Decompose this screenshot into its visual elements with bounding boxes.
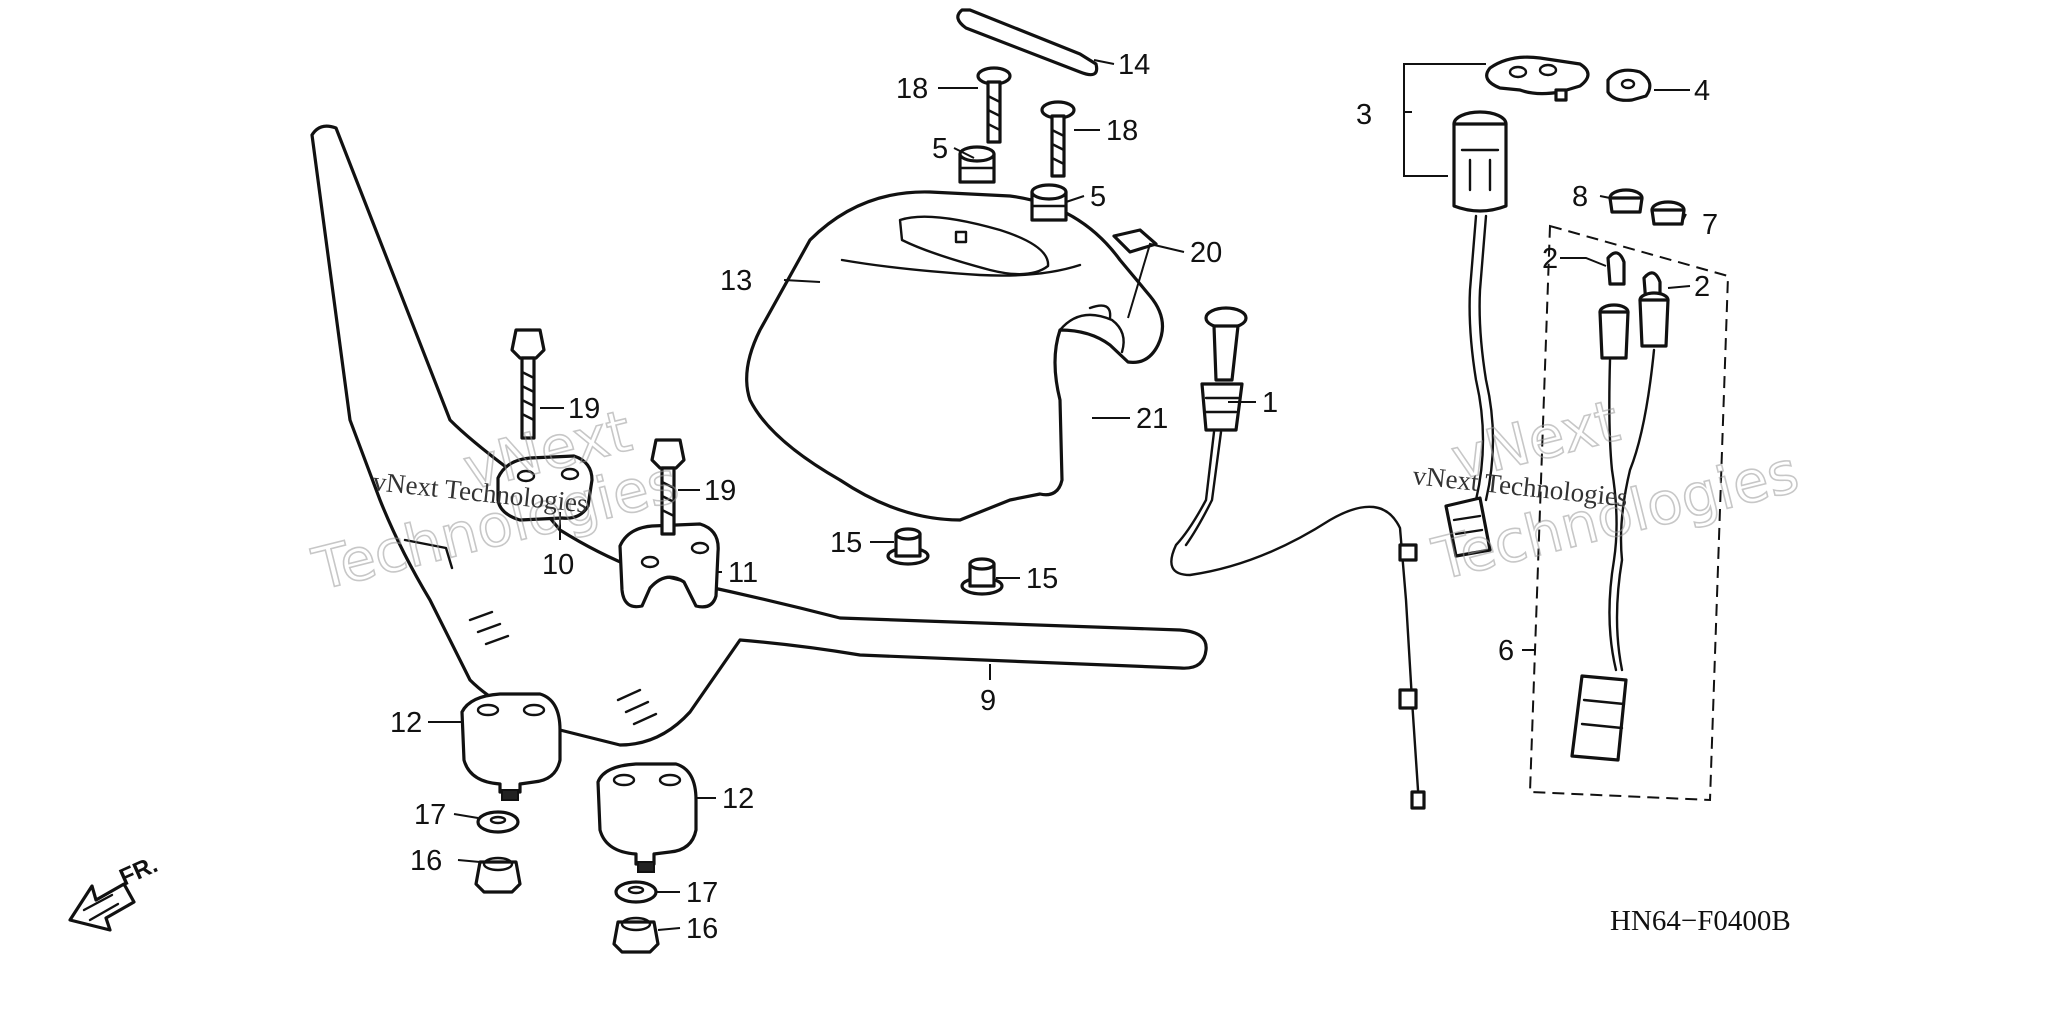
bolt-19-right [650, 438, 686, 536]
collar-15-right [960, 557, 1004, 596]
callout-16a: 16 [410, 845, 442, 877]
callout-15a: 15 [830, 527, 862, 559]
choke-cable [1170, 306, 1426, 810]
upper-holder-11 [618, 522, 720, 609]
lower-holder-right [596, 762, 698, 873]
callout-2b: 2 [1694, 271, 1710, 303]
screw-18-top [976, 66, 1012, 144]
callout-5b: 5 [1090, 181, 1106, 213]
screw-18-right [1040, 100, 1076, 178]
handlebar-cover [745, 190, 1165, 522]
callout-17b: 17 [686, 877, 718, 909]
cover-pad [956, 8, 1099, 77]
callout-21: 21 [1136, 403, 1168, 435]
callout-5a: 5 [932, 133, 948, 165]
washer-17-right [614, 880, 658, 904]
upper-holder-10 [496, 454, 594, 522]
callout-19b: 19 [704, 475, 736, 507]
callout-4: 4 [1694, 75, 1710, 107]
callout-19a: 19 [568, 393, 600, 425]
callout-11: 11 [728, 557, 758, 589]
lens-7 [1650, 200, 1686, 226]
ignition-switch [1444, 110, 1508, 558]
callout-18b: 18 [1106, 115, 1138, 147]
grommet-5-left [958, 145, 996, 184]
indicator-harness [1528, 224, 1730, 802]
clip-20 [1112, 228, 1158, 254]
callout-1: 1 [1262, 387, 1278, 419]
callout-12b: 12 [722, 783, 754, 815]
callout-13: 13 [720, 265, 752, 297]
lower-holder-left [460, 692, 562, 801]
callout-17a: 17 [414, 799, 446, 831]
callout-3: 3 [1356, 99, 1372, 131]
leader-lines [428, 59, 1691, 931]
callout-20: 20 [1190, 237, 1222, 269]
nut-16-right [612, 916, 660, 954]
callout-10: 10 [542, 549, 574, 581]
callout-12a: 12 [390, 707, 422, 739]
nut-16-left [474, 856, 522, 894]
callout-18a: 18 [896, 73, 928, 105]
bulb-2-left [1606, 251, 1626, 286]
callout-15b: 15 [1026, 563, 1058, 595]
lens-8 [1608, 188, 1644, 214]
callout-2a: 2 [1542, 243, 1558, 275]
key-4 [1606, 68, 1652, 102]
diagram-code: HN64−F0400B [1610, 905, 1791, 937]
callout-8: 8 [1572, 181, 1588, 213]
callouts: 1 2 2 3 4 5 5 6 7 8 9 10 11 12 12 13 14 … [390, 49, 1718, 945]
watermark-right: vNext Technologies vNext Technologies [1411, 386, 1805, 595]
callout-6: 6 [1498, 635, 1514, 667]
grommet-5-right [1030, 183, 1068, 222]
callout-7: 7 [1702, 209, 1718, 241]
callout-16b: 16 [686, 913, 718, 945]
callout-14: 14 [1118, 49, 1150, 81]
bolt-19-left [510, 328, 546, 440]
collar-15-left [886, 527, 930, 566]
ignition-key [1485, 55, 1590, 102]
callout-9: 9 [980, 685, 996, 717]
front-direction-arrow: FR. [68, 851, 162, 932]
washer-17-left [476, 810, 520, 834]
